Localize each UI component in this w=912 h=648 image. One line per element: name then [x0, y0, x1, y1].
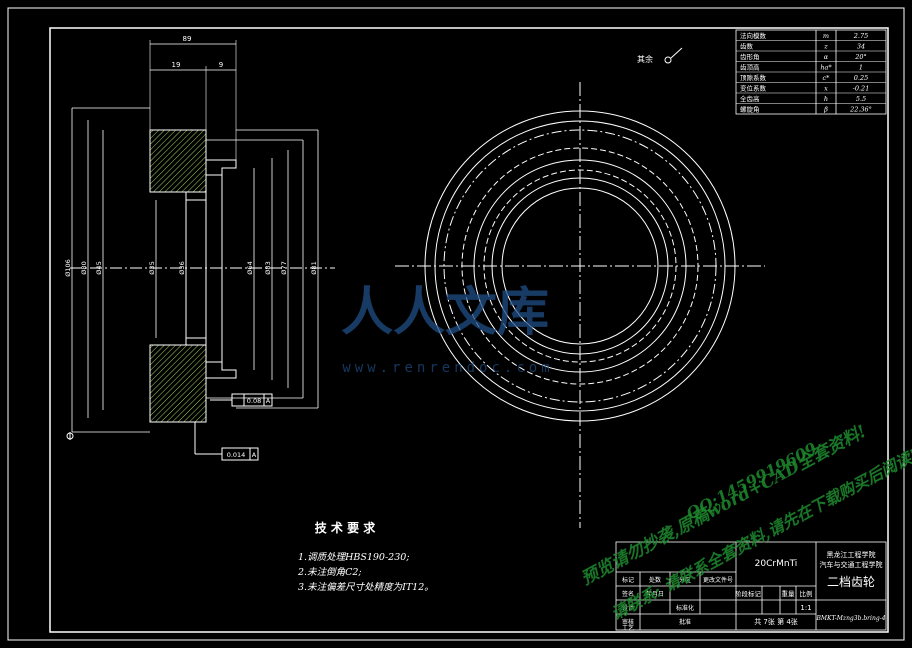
watermark-url: www.renrendoc.com — [342, 360, 553, 376]
tb-cell-approve: 批准 — [679, 618, 691, 626]
param-symbol: z — [823, 43, 828, 51]
param-value: 0.25 — [854, 74, 868, 82]
param-name: 法向模数 — [740, 31, 767, 40]
diameter-label: Ø77 — [280, 261, 288, 274]
tb-scale: 1:1 — [800, 604, 811, 612]
diameter-label: Ø106 — [64, 259, 72, 277]
tb-cell-mark: 标记 — [622, 576, 634, 584]
tb-school2: 汽车与交通工程学院 — [820, 560, 883, 569]
dim-overall-width: 89 — [183, 35, 192, 43]
param-name: 顶隙系数 — [740, 73, 767, 82]
tb-cell-weight: 重量 — [782, 590, 796, 598]
tol-datum-2: A — [252, 451, 257, 459]
param-symbol: α — [824, 53, 829, 61]
diameter-label: Ø45 — [95, 261, 103, 274]
tb-cell-date: 年月日 — [646, 590, 664, 598]
param-symbol: c* — [823, 74, 831, 82]
param-value: 22.36° — [849, 106, 872, 114]
tb-cell-process: 工艺 — [622, 624, 634, 632]
diameter-label: Ø80 — [80, 261, 88, 274]
tb-cell-change: 更改文件号 — [703, 576, 733, 584]
tech-req-item-2: 2.未注倒角C2; — [297, 566, 362, 578]
tb-cell-stage: 阶段标记 — [735, 589, 762, 598]
param-name: 全齿高 — [740, 94, 760, 103]
tol-datum-1: A — [266, 397, 271, 405]
param-symbol: β — [823, 106, 828, 114]
param-name: 齿顶高 — [740, 63, 760, 72]
param-value: 5.5 — [856, 95, 866, 103]
dim-small-width: 9 — [219, 61, 223, 69]
tech-req-title: 技 术 要 求 — [315, 520, 377, 535]
outer-circle — [424, 110, 736, 422]
param-symbol: ha* — [820, 64, 832, 72]
param-value: 20° — [854, 53, 867, 61]
tb-drawing-no: BMKT-Mzng3b.bring-4 — [815, 615, 885, 622]
roughness-note: 其余 — [637, 54, 653, 64]
tb-cell-standard: 标准化 — [676, 604, 694, 612]
param-symbol: m — [823, 32, 829, 40]
diameter-label: Ø64 — [246, 261, 254, 274]
param-value: 1 — [859, 64, 863, 72]
front-view — [395, 82, 765, 528]
diameter-label: Ø36 — [178, 261, 186, 274]
outer-frame — [7, 7, 905, 641]
tb-part-name: 二档齿轮 — [827, 575, 875, 589]
tb-cell-review: 审核 — [622, 618, 634, 626]
param-name: 齿数 — [740, 42, 754, 51]
param-value: 34 — [857, 43, 865, 51]
tb-material: 20CrMnTi — [755, 559, 798, 569]
param-symbol: h — [824, 95, 828, 103]
tol-value-1: 0.08 — [247, 397, 261, 405]
diameter-labels: Ø106 Ø80 Ø45 Ø35 Ø36 Ø64 Ø83 Ø77 Ø81 — [64, 259, 318, 277]
param-symbol: x — [824, 85, 828, 93]
tip-circle — [434, 120, 726, 412]
roughness-symbol — [664, 56, 672, 64]
param-value: 2.75 — [853, 32, 868, 40]
tb-cell-scale: 比例 — [800, 589, 813, 598]
watermark-logo: 人人文库 — [341, 283, 549, 343]
hub-circle-mid — [483, 169, 677, 363]
bore-circle — [501, 187, 659, 345]
param-name: 齿形角 — [740, 52, 760, 61]
tb-cell-design: 设计 — [622, 604, 634, 612]
datum-symbol — [66, 432, 74, 440]
diameter-label: Ø81 — [310, 261, 318, 274]
hub-circle-outer — [473, 159, 687, 373]
tb-cell-zone: 分区 — [679, 576, 691, 584]
tooth-section-upper — [149, 129, 207, 193]
hub-circle-inner — [491, 177, 669, 355]
dim-hub-width: 19 — [172, 61, 181, 69]
param-name: 变位系数 — [740, 84, 767, 93]
title-block — [615, 541, 887, 631]
root-circle — [461, 147, 699, 385]
section-view — [66, 40, 335, 461]
tech-req-item-1: 1.调质处理HBS190-230; — [298, 552, 410, 563]
param-value: -0.21 — [853, 85, 870, 93]
tb-school: 黑龙江工程学院 — [827, 550, 876, 559]
tb-sheets: 共 7张 第 4张 — [754, 617, 798, 626]
tooth-section-lower — [149, 344, 207, 423]
tb-cell-sign: 签名 — [622, 590, 634, 598]
diameter-label: Ø35 — [148, 261, 156, 274]
diameter-dimension-lines — [71, 107, 319, 433]
inner-frame — [49, 27, 889, 633]
tech-req-item-3: 3.未注偏差尺寸处精度为IT12。 — [298, 581, 434, 593]
tb-cell-count: 处数 — [649, 576, 661, 584]
diameter-label: Ø83 — [264, 261, 272, 274]
param-rows: 法向模数 m 2.75 齿数 z 34 齿形角 α 20° 齿顶高 ha* 1 顶隙系数 c* 0.25 变位… — [736, 31, 886, 114]
param-name: 螺旋角 — [740, 105, 760, 114]
tol-value-2: 0.014 — [227, 451, 246, 459]
pitch-circle — [443, 129, 717, 403]
